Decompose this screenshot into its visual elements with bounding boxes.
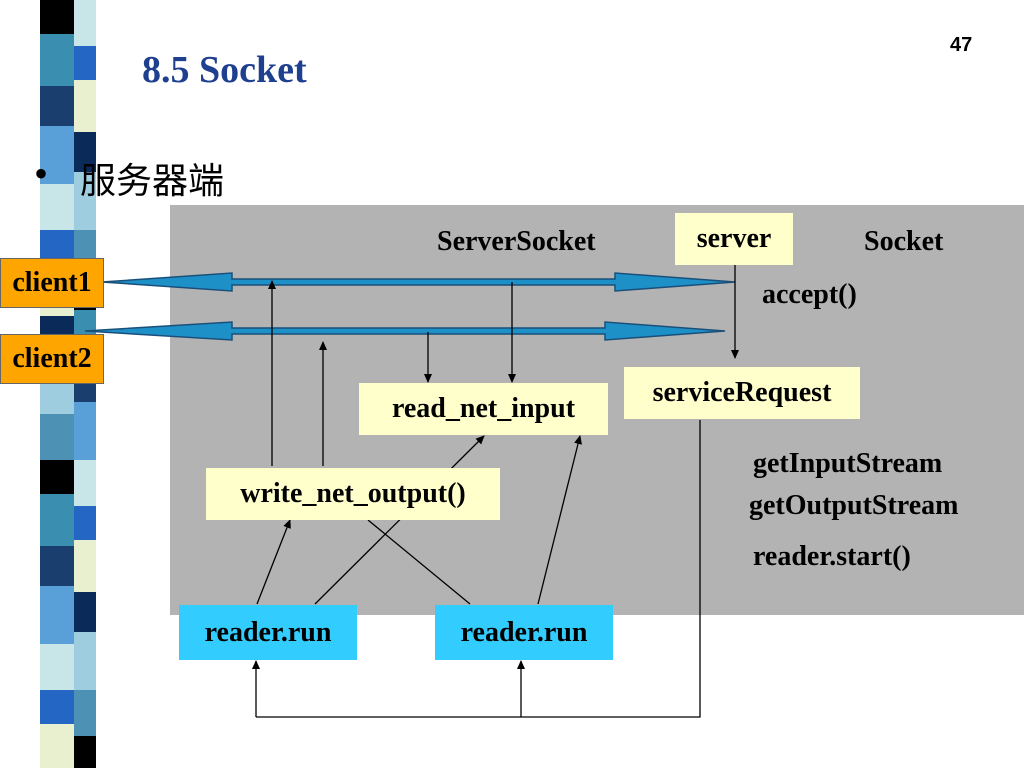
- arrow-reader1-to-read: [314, 435, 485, 605]
- bullet-marker: •: [34, 151, 49, 196]
- stripe-segment: [74, 402, 96, 460]
- stripe-segment: [74, 632, 96, 690]
- stripe-segment: [40, 690, 74, 724]
- client2-connection-arrow: [84, 321, 726, 341]
- server-box: server: [675, 213, 793, 265]
- service-request-box: serviceRequest: [624, 367, 860, 419]
- client1-box: client1: [0, 258, 104, 308]
- read-net-input-box: read_net_input: [359, 383, 608, 435]
- arrow-reader2-to-read: [537, 435, 582, 605]
- stripe-segment: [40, 724, 74, 768]
- bullet-text: 服务器端: [80, 161, 225, 202]
- stripe-segment: [74, 46, 96, 80]
- stripe-segment: [40, 586, 74, 644]
- label-socket: Socket: [864, 226, 944, 257]
- label-get-input-stream: getInputStream: [753, 448, 942, 479]
- reader-run-box-1: reader.run: [179, 605, 357, 660]
- stripe-segment: [40, 86, 74, 126]
- label-server-socket: ServerSocket: [437, 226, 596, 257]
- stripe-segment: [74, 132, 96, 172]
- label-accept: accept(): [762, 279, 857, 310]
- label-reader-start: reader.start(): [753, 541, 911, 572]
- stripe-segment: [74, 80, 96, 132]
- write-net-output-box: write_net_output(): [206, 468, 500, 520]
- stripe-segment: [74, 690, 96, 736]
- stripe-segment: [40, 34, 74, 86]
- stripe-segment: [74, 736, 96, 768]
- stripe-segment: [74, 172, 96, 230]
- stripe-segment: [74, 540, 96, 592]
- reader-run-box-2: reader.run: [435, 605, 613, 660]
- client2-box: client2: [0, 334, 104, 384]
- stripe-segment: [40, 494, 74, 546]
- stripe-segment: [74, 460, 96, 506]
- stripe-segment: [40, 184, 74, 230]
- arrow-reader1-to-write: [256, 519, 291, 605]
- stripe-segment: [40, 126, 74, 184]
- slide-title: 8.5 Socket: [142, 49, 307, 91]
- line-servicerequest-start: [256, 420, 701, 718]
- stripe-segment: [74, 0, 96, 46]
- label-get-output-stream: getOutputStream: [749, 490, 958, 521]
- stripe-segment: [40, 546, 74, 586]
- stripe-segment: [40, 460, 74, 494]
- stripe-segment: [74, 592, 96, 632]
- stripe-segment: [40, 0, 74, 34]
- line-write-to-reader2: [367, 519, 471, 605]
- page-number: 47: [950, 34, 973, 56]
- stripe-segment: [40, 644, 74, 690]
- stripe-segment: [40, 414, 74, 460]
- stripe-segment: [74, 506, 96, 540]
